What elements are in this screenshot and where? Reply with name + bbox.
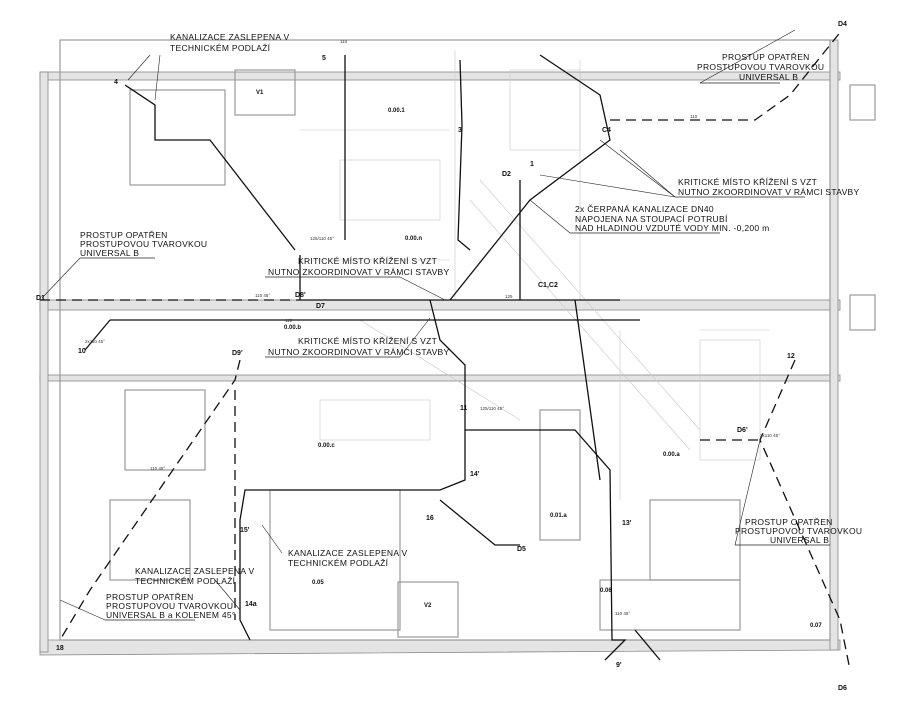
svg-text:110: 110 xyxy=(690,114,698,119)
note-penetration-bottom-right: PROSTUP OPATŘEN PROSTUPOVOU TVAROVKOU UN… xyxy=(735,517,862,545)
room-000c: 0.00.c xyxy=(318,443,335,449)
svg-text:11: 11 xyxy=(460,405,468,412)
svg-text:10: 10 xyxy=(78,348,86,355)
note-blocked-bottom-center: KANALIZACE ZASLEPENA V TECHNICKÉM PODLAŽ… xyxy=(288,548,408,568)
svg-text:12: 12 xyxy=(787,353,795,360)
leader-lines xyxy=(41,29,830,621)
svg-text:NAPOJENA NA STOUPACÍ POTRUBÍ: NAPOJENA NA STOUPACÍ POTRUBÍ xyxy=(575,214,728,224)
room-0001: 0.00.1 xyxy=(388,108,405,114)
svg-text:TECHNICKÉM PODLAŽÍ: TECHNICKÉM PODLAŽÍ xyxy=(170,43,271,53)
svg-text:D6': D6' xyxy=(737,427,748,434)
svg-text:KRITICKÉ MÍSTO KŘÍŽENÍ S VZT: KRITICKÉ MÍSTO KŘÍŽENÍ S VZT xyxy=(678,177,817,187)
svg-text:PROSTUP OPATŘEN: PROSTUP OPATŘEN xyxy=(722,52,810,62)
svg-text:D7: D7 xyxy=(316,303,325,310)
svg-text:110 45°: 110 45° xyxy=(615,611,630,616)
svg-text:NUTNO ZKOORDINOVAT V RÁMCI STA: NUTNO ZKOORDINOVAT V RÁMCI STAVBY xyxy=(678,187,860,197)
svg-text:TECHNICKÉM PODLAŽÍ: TECHNICKÉM PODLAŽÍ xyxy=(135,576,236,586)
note-blocked-bottom-left: KANALIZACE ZASLEPENA V TECHNICKÉM PODLAŽ… xyxy=(135,566,255,586)
svg-text:18: 18 xyxy=(56,645,64,652)
pipe-markers: D4 5 4 3 D2 C4 1 D1 D8' D7 10 D9' C1,C2 … xyxy=(36,21,847,692)
svg-text:D9': D9' xyxy=(232,350,243,357)
svg-text:PROSTUPOVOU TVAROVKOU: PROSTUPOVOU TVAROVKOU xyxy=(735,526,862,536)
svg-text:D8': D8' xyxy=(295,292,306,299)
svg-text:C1,C2: C1,C2 xyxy=(538,282,558,289)
svg-text:16: 16 xyxy=(426,515,434,522)
svg-text:PROSTUPOVOU TVAROVKOU: PROSTUPOVOU TVAROVKOU xyxy=(697,62,824,72)
room-006: 0.06 xyxy=(600,588,612,594)
svg-text:14': 14' xyxy=(470,471,480,478)
svg-text:14a: 14a xyxy=(245,601,257,608)
svg-text:KANALIZACE ZASLEPENA V: KANALIZACE ZASLEPENA V xyxy=(288,548,408,558)
note-penetration-bottom-left: PROSTUP OPATŘEN PROSTUPOVOU TVAROVKOU UN… xyxy=(106,592,236,620)
svg-text:UNIVERSAL B: UNIVERSAL B xyxy=(739,72,798,82)
note-blocked-top: KANALIZACE ZASLEPENA V TECHNICKÉM PODLAŽ… xyxy=(170,32,290,53)
svg-text:PROSTUPOVOU TVAROVKOU: PROSTUPOVOU TVAROVKOU xyxy=(80,239,207,249)
svg-text:UNIVERSAL B a KOLENEM 45°: UNIVERSAL B a KOLENEM 45° xyxy=(106,610,236,620)
svg-text:UNIVERSAL B: UNIVERSAL B xyxy=(80,248,139,258)
note-penetration-top-right: PROSTUP OPATŘEN PROSTUPOVOU TVAROVKOU UN… xyxy=(697,52,824,82)
svg-text:PROSTUP OPATŘEN: PROSTUP OPATŘEN xyxy=(106,592,194,602)
svg-text:UNIVERSAL B: UNIVERSAL B xyxy=(770,535,829,545)
svg-text:D6: D6 xyxy=(838,685,847,692)
svg-text:125: 125 xyxy=(505,294,513,299)
svg-text:2x ČERPANÁ KANALIZACE DN40: 2x ČERPANÁ KANALIZACE DN40 xyxy=(575,204,714,214)
svg-text:3: 3 xyxy=(458,127,462,134)
room-007: 0.07 xyxy=(810,623,822,629)
note-penetration-left: PROSTUP OPATŘEN PROSTUPOVOU TVAROVKOU UN… xyxy=(80,230,207,258)
room-005: 0.05 xyxy=(312,580,324,586)
svg-text:NUTNO ZKOORDINOVAT V RÁMCI STA: NUTNO ZKOORDINOVAT V RÁMCI STAVBY xyxy=(268,347,450,357)
svg-text:KRITICKÉ MÍSTO KŘÍŽENÍ S VZT: KRITICKÉ MÍSTO KŘÍŽENÍ S VZT xyxy=(298,336,437,346)
svg-text:KRITICKÉ MÍSTO KŘÍŽENÍ S VZT: KRITICKÉ MÍSTO KŘÍŽENÍ S VZT xyxy=(298,256,437,266)
svg-text:2x110 45°: 2x110 45° xyxy=(85,339,105,344)
building-walls xyxy=(39,39,876,656)
room-000b: 0.00.b xyxy=(284,325,301,331)
svg-text:PROSTUP OPATŘEN: PROSTUP OPATŘEN xyxy=(80,230,168,240)
svg-text:13': 13' xyxy=(622,520,632,527)
svg-text:2x110 45°: 2x110 45° xyxy=(760,433,780,438)
svg-text:NUTNO ZKOORDINOVAT V RÁMCI STA: NUTNO ZKOORDINOVAT V RÁMCI STAVBY xyxy=(268,267,450,277)
room-v1: V1 xyxy=(256,90,264,96)
svg-text:110 45°: 110 45° xyxy=(150,466,165,471)
svg-text:15': 15' xyxy=(240,527,250,534)
svg-text:125/110 45°: 125/110 45° xyxy=(310,236,334,241)
svg-text:PROSTUPOVOU TVAROVKOU: PROSTUPOVOU TVAROVKOU xyxy=(106,601,233,611)
room-000a: 0.00.a xyxy=(663,452,680,458)
svg-text:C4: C4 xyxy=(602,127,611,134)
svg-text:KANALIZACE ZASLEPENA V: KANALIZACE ZASLEPENA V xyxy=(170,32,290,42)
svg-text:NAD HLADINOU VZDUTÉ VODY MIN.: NAD HLADINOU VZDUTÉ VODY MIN. -0,200 m xyxy=(575,223,770,233)
note-critical-center: KRITICKÉ MÍSTO KŘÍŽENÍ S VZT NUTNO ZKOOR… xyxy=(268,256,450,277)
svg-text:110: 110 xyxy=(340,39,348,44)
svg-text:125/110 45°: 125/110 45° xyxy=(480,406,504,411)
svg-text:D2: D2 xyxy=(502,171,511,178)
room-v2: V2 xyxy=(424,603,432,609)
svg-text:5: 5 xyxy=(322,55,326,62)
svg-text:110 45°: 110 45° xyxy=(255,293,270,298)
note-critical-right: KRITICKÉ MÍSTO KŘÍŽENÍ S VZT NUTNO ZKOOR… xyxy=(678,177,860,197)
note-pumped-sewer: 2x ČERPANÁ KANALIZACE DN40 NAPOJENA NA S… xyxy=(575,204,770,233)
room-labels: V1 0.00.1 0.00.n 0.00.b 0.00.c 0.01.a 0.… xyxy=(256,90,822,629)
note-critical-center2: KRITICKÉ MÍSTO KŘÍŽENÍ S VZT NUTNO ZKOOR… xyxy=(268,336,450,357)
room-000n: 0.00.n xyxy=(405,236,422,242)
svg-text:D4: D4 xyxy=(838,21,847,28)
svg-text:KANALIZACE ZASLEPENA V: KANALIZACE ZASLEPENA V xyxy=(135,566,255,576)
svg-text:4: 4 xyxy=(114,79,118,86)
svg-text:D5: D5 xyxy=(517,546,526,553)
svg-text:110: 110 xyxy=(285,318,293,323)
pipe-network xyxy=(40,29,851,671)
pipe-dimensions: 110 110 110 45° 110 125 125/110 45° 2x11… xyxy=(85,39,780,616)
svg-text:PROSTUP OPATŘEN: PROSTUP OPATŘEN xyxy=(745,517,833,527)
svg-text:TECHNICKÉM PODLAŽÍ: TECHNICKÉM PODLAŽÍ xyxy=(288,558,389,568)
svg-text:9': 9' xyxy=(616,662,622,669)
svg-text:1: 1 xyxy=(530,161,534,168)
svg-text:D1: D1 xyxy=(36,295,45,302)
room-001a: 0.01.a xyxy=(550,513,567,519)
